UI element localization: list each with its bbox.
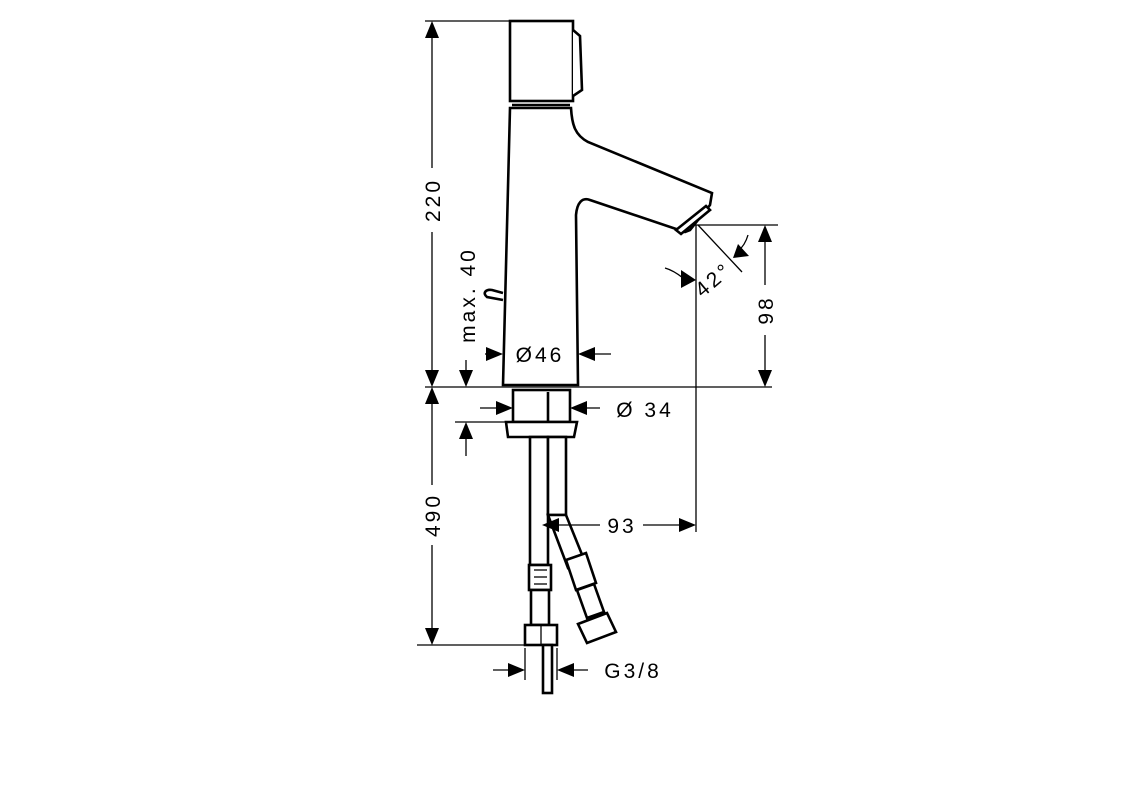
dim-hose-length: 490 xyxy=(422,493,445,537)
supply-hoses xyxy=(523,435,618,695)
right-hose-nut xyxy=(576,611,618,645)
right-hose xyxy=(546,435,568,517)
handle-head xyxy=(508,19,575,103)
shank xyxy=(511,388,572,424)
pop-up-lever xyxy=(483,288,504,302)
body-and-spout xyxy=(501,106,714,387)
faucet xyxy=(483,19,714,439)
push-button xyxy=(572,29,584,98)
dim-shank-diameter: Ø 34 xyxy=(616,399,674,422)
dim-total-height: 220 xyxy=(422,178,445,222)
dim-connection-thread: G3/8 xyxy=(604,660,662,683)
dim-max-deck-thickness: max. 40 xyxy=(457,247,480,343)
connection-pipe xyxy=(541,643,554,695)
mounting-nut xyxy=(504,420,579,439)
dim-spout-height: 98 xyxy=(755,295,778,324)
extension-lines xyxy=(417,20,778,680)
dim-spray-angle: 42° xyxy=(691,258,737,302)
dim-spout-reach: 93 xyxy=(607,515,636,538)
dim-body-diameter: Ø46 xyxy=(516,344,565,367)
left-hose xyxy=(528,435,550,567)
aerator xyxy=(673,204,712,236)
dimension-lines xyxy=(425,21,772,677)
